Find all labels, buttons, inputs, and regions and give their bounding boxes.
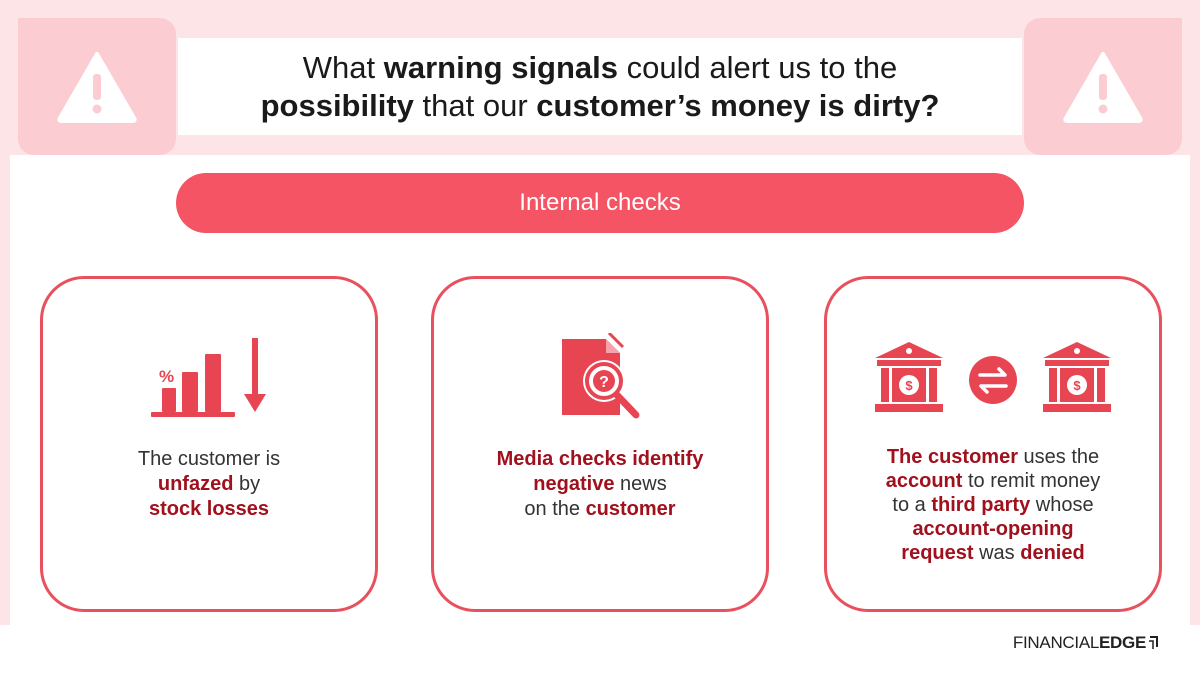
body-text: to a bbox=[892, 494, 932, 516]
signal-card-stock-losses: % The customer is unfazed by stock losses bbox=[40, 276, 378, 612]
logo-word-financial: FINANCIAL bbox=[1012, 633, 1100, 652]
body-text: to remit money bbox=[962, 470, 1101, 492]
headline-box: What warning signals could alert us to t… bbox=[178, 38, 1022, 135]
right-border-strip bbox=[1190, 155, 1200, 625]
emphasis-text: warning signals bbox=[383, 49, 619, 85]
card-text: Media checks identify negative news on the… bbox=[454, 447, 746, 522]
falling-bar-chart-icon: % bbox=[151, 338, 266, 417]
warning-triangle-icon bbox=[57, 51, 137, 123]
emphasis-text: negative bbox=[533, 473, 615, 495]
logo-corner-mark-icon bbox=[1149, 636, 1158, 649]
body-text: news bbox=[614, 473, 667, 495]
body-text: What bbox=[302, 49, 384, 85]
body-text: was bbox=[973, 542, 1021, 564]
body-text: by bbox=[233, 473, 261, 495]
emphasis-text: customer bbox=[585, 498, 676, 520]
emphasis-text: third party bbox=[931, 494, 1031, 516]
transfer-arrows-icon bbox=[969, 356, 1017, 404]
section-banner: Internal checks bbox=[176, 173, 1024, 233]
emphasis-text: denied bbox=[1020, 542, 1085, 564]
emphasis-text: stock losses bbox=[148, 498, 270, 520]
card-icon-wrap: $ $ bbox=[827, 333, 1159, 423]
logo-word-edge: EDGE bbox=[1099, 633, 1146, 652]
card-icon-wrap: ? bbox=[434, 333, 766, 423]
card-text: The customer uses the account to remit mo… bbox=[847, 445, 1139, 565]
emphasis-text: possibility bbox=[260, 87, 414, 123]
percent-badge: % bbox=[159, 367, 174, 386]
body-text: on the bbox=[524, 498, 586, 520]
dollar-sign: $ bbox=[1073, 378, 1081, 393]
card-icon-wrap: % bbox=[43, 333, 375, 423]
emphasis-text: account-opening bbox=[912, 518, 1074, 540]
emphasis-text: customer’s money is dirty? bbox=[536, 87, 940, 123]
emphasis-text: request bbox=[901, 542, 974, 564]
emphasis-text: unfazed bbox=[157, 473, 234, 495]
bank-transfer-icon: $ $ bbox=[875, 342, 1111, 412]
page-title: What warning signals could alert us to t… bbox=[261, 49, 940, 125]
dollar-sign: $ bbox=[905, 378, 913, 393]
bank-right-icon: $ bbox=[1043, 342, 1111, 412]
body-text: could alert us to the bbox=[618, 49, 898, 85]
bank-left-icon: $ bbox=[875, 342, 943, 412]
warning-tile-left bbox=[18, 18, 176, 155]
body-text: The customer is bbox=[137, 448, 281, 470]
emphasis-text: The customer bbox=[886, 446, 1018, 468]
document-search-icon: ? bbox=[562, 333, 640, 419]
emphasis-text: Media checks identify bbox=[496, 448, 704, 470]
card-text: The customer is unfazed by stock losses bbox=[63, 447, 355, 522]
warning-tile-right bbox=[1024, 18, 1182, 155]
question-mark: ? bbox=[599, 374, 609, 391]
body-text: uses the bbox=[1017, 446, 1100, 468]
body-text: whose bbox=[1030, 494, 1094, 516]
emphasis-text: account bbox=[885, 470, 963, 492]
body-text: that our bbox=[413, 87, 537, 123]
signal-card-negative-news: ? Media checks identify negative news on t… bbox=[431, 276, 769, 612]
left-border-strip bbox=[0, 155, 10, 625]
section-label: Internal checks bbox=[519, 189, 681, 216]
warning-triangle-icon bbox=[1063, 51, 1143, 123]
